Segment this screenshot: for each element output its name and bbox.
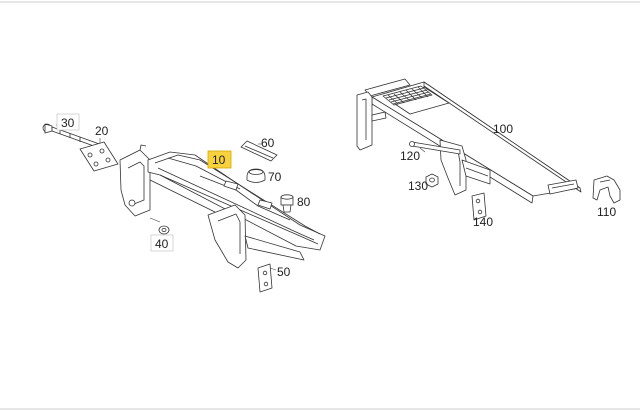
callout-100[interactable]: 100	[493, 122, 513, 136]
callout-40[interactable]: 40	[150, 234, 174, 252]
callout-10[interactable]: 10	[207, 150, 232, 169]
plate-part	[79, 141, 119, 172]
bolt-part	[42, 123, 106, 151]
callout-20[interactable]: 20	[95, 124, 109, 138]
rod-part-120	[409, 141, 461, 155]
cap-part-70	[246, 168, 266, 183]
callout-120[interactable]: 120	[400, 149, 420, 163]
anti-slip-pad	[382, 85, 433, 106]
nut-part-130	[425, 173, 439, 188]
callout-30[interactable]: 30	[56, 113, 80, 131]
callout-50-text: 50	[277, 265, 291, 279]
clip-part-50	[257, 263, 273, 293]
grommet-part-80	[280, 194, 294, 213]
callout-60[interactable]: 60	[261, 136, 275, 150]
callout-70[interactable]: 70	[268, 170, 282, 184]
clip-part-140	[471, 192, 487, 221]
callout-80[interactable]: 80	[297, 195, 311, 209]
hook-part-110	[592, 175, 621, 204]
callout-120-text: 120	[400, 149, 420, 163]
callout-110-text: 110	[597, 205, 616, 219]
callout-20-text: 20	[95, 124, 109, 138]
callout-110[interactable]: 110	[597, 205, 616, 219]
tread-end-cap	[547, 179, 579, 195]
left-arm	[356, 91, 387, 151]
main-rail	[147, 151, 326, 251]
callout-40-text: 40	[155, 237, 169, 251]
callout-10-text: 10	[212, 153, 226, 167]
callout-140-text: 140	[473, 215, 493, 229]
left-bracket	[119, 144, 151, 217]
left-support-assembly	[42, 123, 326, 293]
callout-30-text: 30	[61, 116, 75, 130]
callout-130-text: 130	[408, 179, 428, 193]
callout-80-text: 80	[297, 195, 311, 209]
rail-support-plates	[149, 179, 305, 269]
callout-140[interactable]: 140	[473, 215, 493, 229]
callout-100-text: 100	[493, 122, 513, 136]
callout-70-text: 70	[268, 170, 282, 184]
right-step-assembly	[356, 78, 621, 221]
callout-60-text: 60	[261, 136, 275, 150]
strip-part-60	[240, 140, 278, 162]
callout-50[interactable]: 50	[277, 265, 291, 279]
callout-130[interactable]: 130	[408, 179, 428, 193]
nut-part-40	[158, 225, 170, 235]
